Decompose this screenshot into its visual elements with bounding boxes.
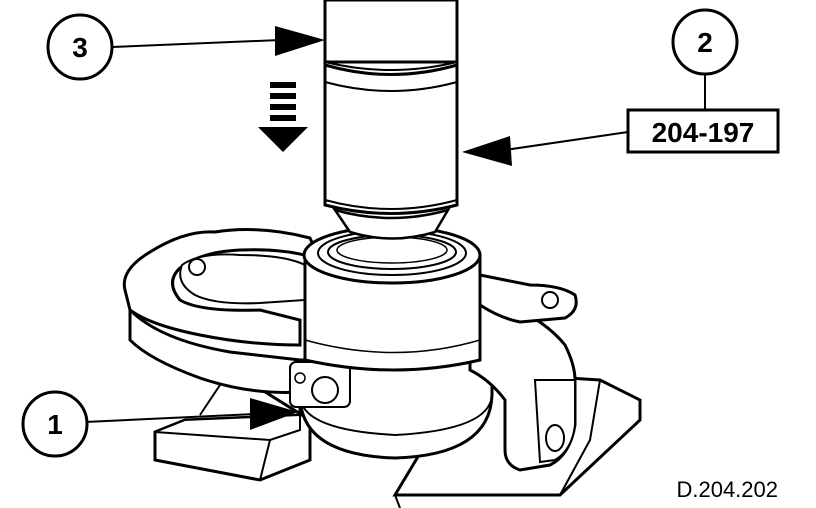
callout-1-number: 1 [47, 409, 63, 440]
tool-adapter-204-197 [323, 63, 459, 240]
callout-2: 2 204-197 [462, 8, 780, 166]
leader-arrow-icon [275, 26, 325, 56]
tool-reference-label: 204-197 [652, 117, 755, 148]
support-block-left [153, 368, 312, 482]
steering-knuckle [122, 228, 578, 472]
callout-3: 3 [46, 13, 325, 81]
leader-arrow-icon [250, 398, 298, 430]
callout-3-number: 3 [72, 32, 88, 63]
tool-reference-box [626, 108, 780, 154]
figure-id: D.204.202 [676, 477, 778, 502]
leader-arrow-icon [462, 136, 512, 166]
press-ram [323, 0, 459, 71]
down-arrow-icon [258, 82, 308, 152]
callout-1: 1 [21, 390, 298, 458]
hub-housing [302, 225, 482, 372]
callout-2-number: 2 [697, 27, 713, 58]
